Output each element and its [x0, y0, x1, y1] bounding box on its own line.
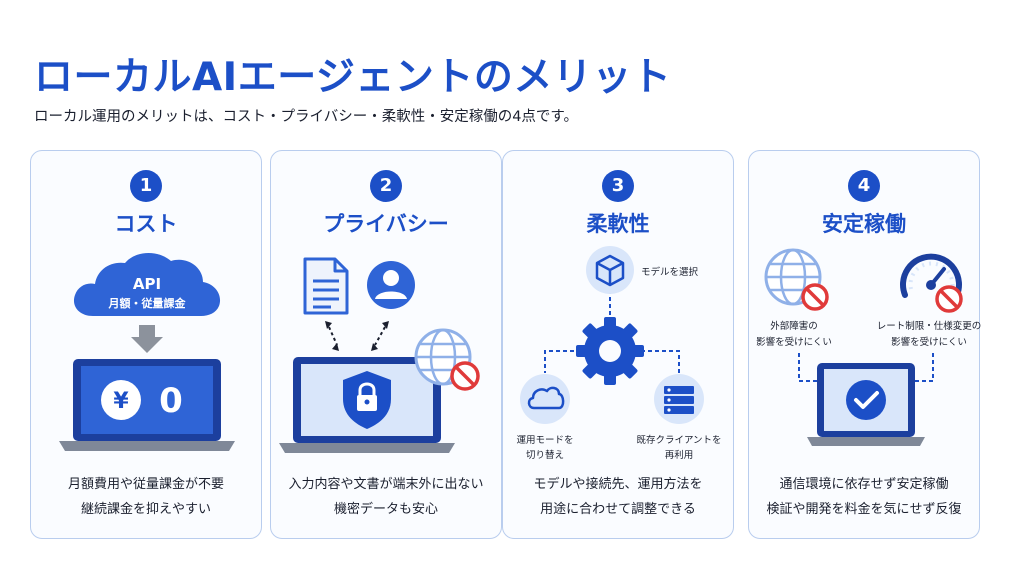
- zero-amount: 0: [159, 381, 183, 421]
- yen-icon: ¥: [101, 380, 141, 420]
- privacy-illustration: [279, 257, 480, 453]
- card-title: 安定稼働: [822, 212, 906, 236]
- desc-line-2: 機密データも安心: [333, 502, 438, 517]
- card-number-badge: 1: [130, 170, 162, 202]
- label-mode-line-2: 切り替え: [526, 449, 564, 461]
- desc-line-2: 用途に合わせて調整できる: [540, 502, 696, 517]
- card-title: プライバシー: [323, 212, 449, 236]
- label-client-line-1: 既存クライアントを: [636, 434, 721, 446]
- card-flexibility: 3 柔軟性 モデルを選択 運用モードを 切り替: [502, 150, 734, 539]
- card-description: 通信環境に依存せず安定稼働 検証や開発を料金を気にせず反復: [749, 472, 979, 522]
- card-cost: 1 コスト API 月額・従量課金 ¥ 0 月額費用や従量課金が不要 継続課金を…: [30, 150, 262, 539]
- page-subtitle: ローカル運用のメリットは、コスト・プライバシー・柔軟性・安定稼働の4点です。: [34, 109, 578, 125]
- dashed-connectors: [798, 353, 934, 382]
- yen-symbol: ¥: [113, 389, 129, 414]
- label-rate-line-2: 影響を受けにくい: [891, 336, 967, 348]
- card-title: 柔軟性: [586, 212, 650, 236]
- card-description: 入力内容や文書が端末外に出ない 機密データも安心: [271, 472, 501, 522]
- cloud-icon: API 月額・従量課金: [73, 252, 221, 316]
- server-icon: [654, 374, 704, 424]
- card-description: モデルや接続先、運用方法を 用途に合わせて調整できる: [503, 472, 733, 522]
- card-number-badge: 4: [848, 170, 880, 202]
- transfer-arrows-icon: [328, 326, 386, 346]
- label-outage-line-2: 影響を受けにくい: [756, 336, 832, 348]
- flexibility-illustration: モデルを選択 運用モードを 切り替え 既存クライアントを: [516, 246, 722, 461]
- document-icon: [303, 257, 349, 315]
- card-title: コスト: [114, 212, 178, 236]
- desc-line-1: 入力内容や文書が端末外に出ない: [288, 477, 484, 492]
- shield-lock-icon: [343, 371, 391, 429]
- laptop-icon: [59, 359, 235, 451]
- arrow-down-icon: [131, 325, 163, 353]
- user-icon: [367, 261, 415, 309]
- globe-blocked-icon: [414, 328, 480, 391]
- page-title: ローカルAIエージェントのメリット: [34, 55, 672, 100]
- stability-illustration: 外部障害の 影響を受けにくい レート制限・仕様変更の 影響を受けにくい: [756, 248, 981, 446]
- cube-icon: [586, 246, 634, 294]
- desc-line-1: 通信環境に依存せず安定稼働: [779, 477, 949, 492]
- cloud-api-label: API: [133, 275, 161, 293]
- card-stability: 4 安定稼働 外部障害の 影響を受けにくい レート制限・仕様変更の 影響を受けに…: [748, 150, 981, 539]
- card-number-badge: 3: [602, 170, 634, 202]
- desc-line-2: 検証や開発を料金を気にせず反復: [766, 502, 962, 517]
- desc-line-2: 継続課金を抑えやすい: [80, 502, 211, 517]
- card-description: 月額費用や従量課金が不要 継続課金を抑えやすい: [31, 472, 261, 522]
- label-outage-line-1: 外部障害の: [770, 320, 818, 332]
- cloud-billing-label: 月額・従量課金: [108, 296, 187, 310]
- card-privacy: 2 プライバシー: [270, 150, 502, 539]
- gear-icon: [576, 317, 644, 385]
- label-mode-line-1: 運用モードを: [516, 435, 573, 446]
- globe-blocked-icon: [764, 248, 829, 311]
- desc-line-1: 月額費用や従量課金が不要: [67, 477, 224, 492]
- dashed-connectors: [544, 290, 680, 373]
- label-rate-line-1: レート制限・仕様変更の: [877, 320, 981, 332]
- check-icon: [846, 380, 886, 420]
- gauge-blocked-icon: [900, 253, 963, 313]
- desc-line-1: モデルや接続先、運用方法を: [533, 477, 703, 492]
- cloud-icon: [520, 374, 570, 424]
- cost-illustration: API 月額・従量課金 ¥ 0: [59, 252, 235, 451]
- label-select-model: モデルを選択: [641, 266, 699, 278]
- label-client-line-2: 再利用: [665, 449, 694, 461]
- card-number-badge: 2: [370, 170, 402, 202]
